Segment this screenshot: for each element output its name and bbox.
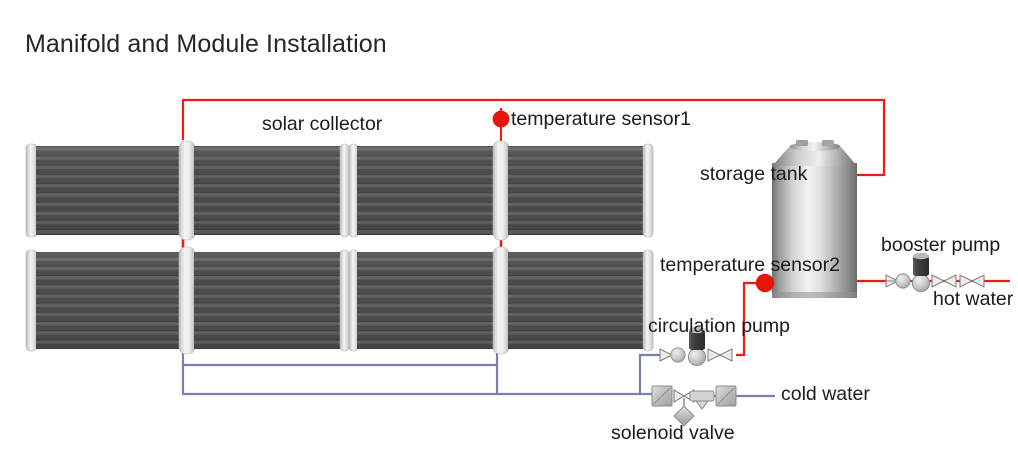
collector-panel — [194, 252, 342, 349]
temperature-sensor2 — [755, 273, 775, 293]
collector-panel — [36, 146, 181, 235]
circulation-pump-assembly — [659, 326, 733, 367]
label-booster-pump: booster pump — [881, 234, 1001, 256]
label-temperature-sensor2: temperature sensor2 — [660, 254, 840, 276]
collector-endcap-right — [339, 143, 350, 238]
circulation-pump-body — [687, 347, 707, 367]
gate-valve-circulation-outlet — [707, 348, 733, 362]
tank-nozzle — [796, 140, 808, 146]
tank-nozzle — [822, 140, 834, 146]
booster-pump-assembly — [885, 252, 985, 293]
collector-panel — [357, 146, 494, 235]
manifold-post — [492, 246, 510, 355]
collector-endcap-left — [348, 249, 359, 352]
collector-endcap-right — [642, 249, 654, 352]
collector-endcap-right — [339, 249, 350, 352]
solenoid-valve-assembly — [651, 385, 737, 427]
gate-valve-booster-outlet2 — [959, 274, 985, 288]
temperature-sensor1 — [492, 110, 510, 128]
label-circulation-pump: circulation pump — [648, 315, 790, 337]
manifold-post — [178, 246, 196, 355]
collector-endcap-right — [642, 143, 654, 238]
manifold-post — [492, 140, 510, 241]
valve-handwheel — [895, 273, 911, 289]
collector-panel — [508, 252, 644, 349]
label-cold-water: cold water — [781, 383, 870, 405]
collector-endcap-left — [25, 143, 38, 238]
valve-handwheel — [670, 347, 686, 363]
collector-endcap-left — [348, 143, 359, 238]
collector-panel — [36, 252, 181, 349]
collector-row-bottom — [25, 246, 654, 355]
booster-pump-motor — [913, 256, 929, 276]
solenoid-coil — [673, 405, 695, 427]
collector-panel — [194, 146, 342, 235]
booster-pump-body — [911, 273, 931, 293]
gate-valve-circulation-inlet — [659, 348, 674, 362]
collector-endcap-left — [25, 249, 38, 352]
manifold-post — [178, 140, 196, 241]
collector-panel — [508, 146, 644, 235]
label-solenoid-valve: solenoid valve — [611, 422, 735, 444]
label-temperature-sensor1: temperature sensor1 — [511, 108, 691, 130]
gate-valve-booster-outlet — [931, 274, 957, 288]
cold-pipe-network — [181, 352, 775, 398]
label-solar-collector: solar collector — [262, 113, 383, 135]
collector-row-top — [25, 140, 654, 241]
label-hot-water: hot water — [933, 288, 1014, 310]
label-storage-tank: storage tank — [700, 163, 808, 185]
page-title: Manifold and Module Installation — [25, 30, 387, 58]
circulation-pump-motor — [689, 330, 705, 350]
storage-tank — [772, 140, 857, 298]
check-valve-body — [689, 390, 715, 402]
collector-panel — [357, 252, 494, 349]
